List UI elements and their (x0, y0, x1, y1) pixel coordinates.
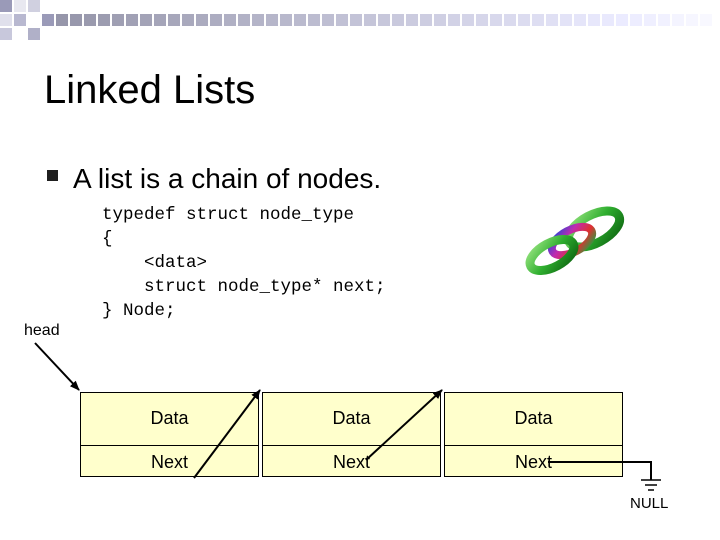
header-grid-cell (266, 14, 278, 26)
bullet-square-icon (47, 170, 58, 181)
header-grid-cell (168, 14, 180, 26)
header-grid-cell (406, 14, 418, 26)
header-grid-cell (350, 14, 362, 26)
slide-title: Linked Lists (44, 68, 256, 112)
header-grid-cell (616, 14, 628, 26)
header-grid-cell (700, 14, 712, 26)
chain-links-icon (525, 206, 625, 275)
header-grid-cell (280, 14, 292, 26)
header-grid-cell (602, 14, 614, 26)
head-label: head (24, 322, 60, 339)
code-line: { (102, 229, 113, 249)
header-grid-cell (56, 14, 68, 26)
header-grid-cell (560, 14, 572, 26)
node-next-cell: Next (514, 452, 552, 472)
header-grid-cell (364, 14, 376, 26)
header-grid-cell (532, 14, 544, 26)
next-pointer-arrow (193, 389, 261, 479)
header-grid-cell (196, 14, 208, 26)
header-grid-cell (210, 14, 222, 26)
header-grid-cell (84, 14, 96, 26)
decorative-header-grid (0, 0, 712, 40)
header-grid-cell (252, 14, 264, 26)
null-label: NULL (630, 495, 669, 512)
header-grid-cell (588, 14, 600, 26)
header-grid-cell (476, 14, 488, 26)
header-grid-cell (70, 14, 82, 26)
header-grid-cell (504, 14, 516, 26)
code-line: <data> (102, 253, 208, 273)
null-pointer-line (548, 461, 652, 480)
header-grid-cell (238, 14, 250, 26)
list-node: Data Next (262, 392, 441, 477)
header-grid-cell (182, 14, 194, 26)
header-grid-cell (658, 14, 670, 26)
header-grid-cell (644, 14, 656, 26)
node-next-cell: Next (332, 452, 370, 472)
header-grid-cell (294, 14, 306, 26)
header-grid-cell (126, 14, 138, 26)
header-grid-cell (112, 14, 124, 26)
header-grid-cell (686, 14, 698, 26)
next-pointer-arrow (365, 389, 443, 461)
header-grid-cell (140, 14, 152, 26)
header-grid-cell (378, 14, 390, 26)
header-grid-cell (392, 14, 404, 26)
header-grid-cell (322, 14, 334, 26)
header-grid-cell (518, 14, 530, 26)
header-grid-cell (336, 14, 348, 26)
ground-icon (641, 479, 661, 491)
header-grid-cell (154, 14, 166, 26)
header-grid-cell (98, 14, 110, 26)
node-divider (81, 445, 258, 446)
header-grid-cell (630, 14, 642, 26)
code-line: struct node_type* next; (102, 277, 386, 297)
header-grid-cell (448, 14, 460, 26)
header-grid-cell (574, 14, 586, 26)
node-divider (445, 445, 622, 446)
header-grid-cell (672, 14, 684, 26)
header-grid-cell (420, 14, 432, 26)
code-line: typedef struct node_type (102, 205, 355, 225)
header-grid-cell (434, 14, 446, 26)
header-grid-cell (224, 14, 236, 26)
code-block: typedef struct node_type { <data> struct … (102, 203, 386, 323)
header-grid-cell (462, 14, 474, 26)
header-grid-cell (308, 14, 320, 26)
node-data-cell: Data (150, 408, 189, 428)
header-grid-cell (546, 14, 558, 26)
bullet-text: A list is a chain of nodes. (73, 163, 382, 194)
code-line: } Node; (102, 301, 176, 321)
head-pointer-arrow (34, 342, 80, 391)
node-divider (263, 445, 440, 446)
header-grid-cell (490, 14, 502, 26)
list-node: Data Next (80, 392, 259, 477)
node-next-cell: Next (150, 452, 188, 472)
node-data-cell: Data (332, 408, 371, 428)
node-data-cell: Data (514, 408, 553, 428)
